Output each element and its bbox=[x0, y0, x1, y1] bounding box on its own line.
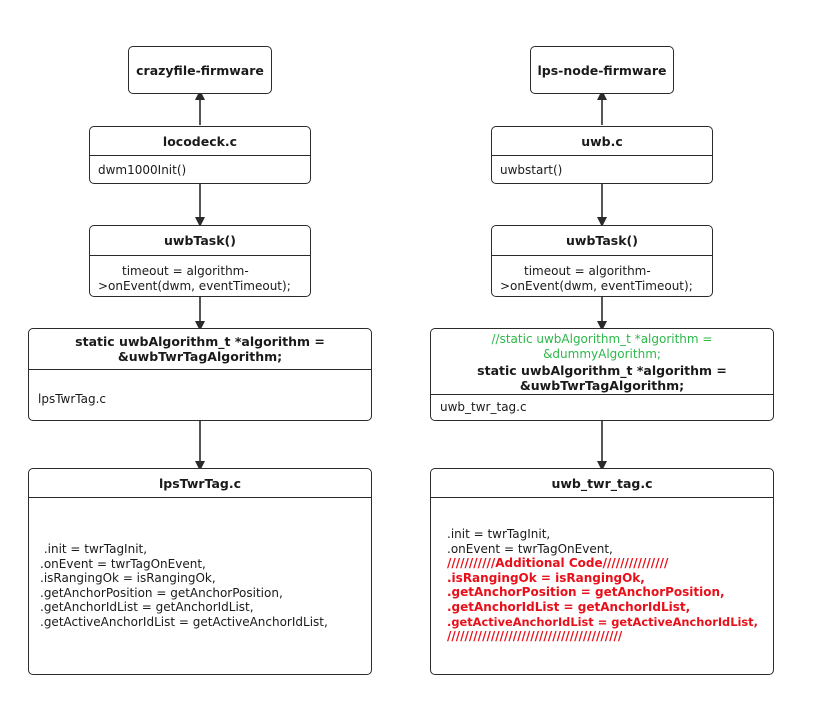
code-line: .onEvent = twrTagOnEvent, bbox=[447, 541, 613, 556]
lps-node-firmware-box: lps-node-firmware bbox=[530, 46, 674, 94]
locodeck-box: locodeck.c dwm1000Init() bbox=[89, 126, 311, 184]
algorithm-comment-line2-right: &dummyAlgorithm; bbox=[543, 347, 661, 361]
lpstwrtag-impl-code: .init = twrTagInit, .onEvent = twrTagOnE… bbox=[40, 542, 371, 630]
uwb-c-box: uwb.c uwbstart() bbox=[491, 126, 713, 184]
locodeck-title: locodeck.c bbox=[162, 134, 238, 149]
code-line: .getAnchorPosition = getAnchorPosition, bbox=[40, 585, 283, 600]
algorithm-decl-line1-right: static uwbAlgorithm_t *algorithm = bbox=[477, 363, 727, 378]
uwb-task-title-right: uwbTask() bbox=[566, 233, 638, 248]
code-line: .isRangingOk = isRangingOk, bbox=[40, 571, 216, 586]
lpstwrtag-impl-title: lpsTwrTag.c bbox=[159, 476, 241, 491]
uwb-c-title: uwb.c bbox=[581, 134, 623, 149]
algorithm-box-right: //static uwbAlgorithm_t *algorithm = &du… bbox=[430, 328, 774, 421]
lpstwrtag-impl-box: lpsTwrTag.c .init = twrTagInit, .onEvent… bbox=[28, 468, 372, 675]
uwb-task-box-left: uwbTask() timeout = algorithm- >onEvent(… bbox=[89, 225, 311, 297]
additional-code-line: ///////////Additional Code//////////////… bbox=[447, 556, 669, 571]
uwb-twr-tag-impl-code: .init = twrTagInit, .onEvent = twrTagOnE… bbox=[447, 527, 773, 644]
additional-code-line: .getAnchorPosition = getAnchorPosition, bbox=[447, 585, 725, 600]
additional-code-line: .getActiveAnchorIdList = getActiveAnchor… bbox=[447, 614, 758, 629]
additional-code-line: //////////////////////////////////////// bbox=[447, 629, 623, 644]
code-line: .init = twrTagInit, bbox=[40, 542, 148, 556]
uwb-task-line1-right: timeout = algorithm- bbox=[524, 264, 651, 278]
uwb-task-line2-left: >onEvent(dwm, eventTimeout); bbox=[98, 279, 291, 293]
uwb-c-body: uwbstart() bbox=[500, 163, 563, 177]
algorithm-source-right: uwb_twr_tag.c bbox=[440, 400, 527, 414]
crazyflie-firmware-label: crazyfile-firmware bbox=[136, 63, 264, 78]
crazyflie-firmware-box: crazyfile-firmware bbox=[128, 46, 272, 94]
code-line: .getAnchorIdList = getAnchorIdList, bbox=[40, 600, 254, 615]
algorithm-decl-line2-right: &uwbTwrTagAlgorithm; bbox=[519, 378, 685, 393]
additional-code-line: .isRangingOk = isRangingOk, bbox=[447, 570, 645, 585]
uwb-task-line1-left: timeout = algorithm- bbox=[122, 264, 249, 278]
code-line: .init = twrTagInit, bbox=[447, 527, 551, 541]
algorithm-decl-line1-left: static uwbAlgorithm_t *algorithm = bbox=[75, 334, 325, 349]
uwb-task-box-right: uwbTask() timeout = algorithm- >onEvent(… bbox=[491, 225, 713, 297]
code-line: .onEvent = twrTagOnEvent, bbox=[40, 556, 206, 571]
uwb-twr-tag-impl-title: uwb_twr_tag.c bbox=[551, 476, 653, 491]
additional-code-line: .getAnchorIdList = getAnchorIdList, bbox=[447, 599, 691, 614]
algorithm-comment-line1-right: //static uwbAlgorithm_t *algorithm = bbox=[491, 332, 713, 346]
locodeck-body: dwm1000Init() bbox=[98, 163, 187, 177]
lps-node-firmware-label: lps-node-firmware bbox=[537, 63, 667, 78]
algorithm-decl-line2-left: &uwbTwrTagAlgorithm; bbox=[117, 349, 283, 364]
algorithm-box-left: static uwbAlgorithm_t *algorithm = &uwbT… bbox=[28, 328, 372, 421]
uwb-twr-tag-impl-box: uwb_twr_tag.c .init = twrTagInit, .onEve… bbox=[430, 468, 774, 675]
uwb-task-line2-right: >onEvent(dwm, eventTimeout); bbox=[500, 279, 693, 293]
uwb-task-title-left: uwbTask() bbox=[164, 233, 236, 248]
algorithm-source-left: lpsTwrTag.c bbox=[38, 392, 107, 406]
code-line: .getActiveAnchorIdList = getActiveAnchor… bbox=[40, 614, 328, 629]
